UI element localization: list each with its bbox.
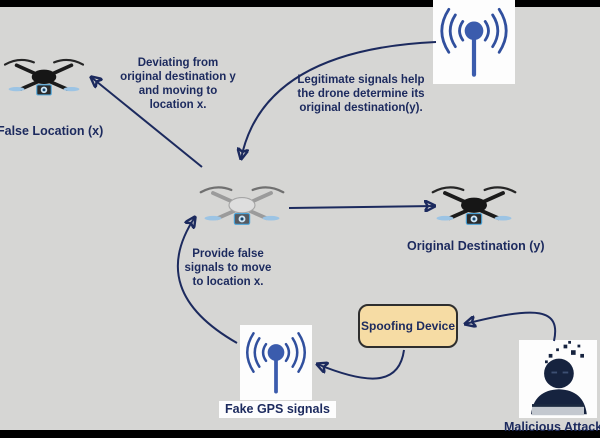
annotation-deviating: Deviating from original destination y an… (108, 56, 248, 112)
original-destination-label: Original Destination (y) (407, 239, 545, 253)
drone-center-icon (196, 180, 288, 235)
arrow-drone-to-destination (288, 206, 435, 208)
annotation-provide-false: Provide false signals to move to locatio… (172, 247, 284, 289)
radio-antenna-icon (440, 7, 508, 77)
radio-antenna-icon (246, 332, 306, 394)
letterbox-top-bar (0, 0, 600, 7)
annotation-line: the drone determine its (297, 88, 425, 100)
annotation-line: to location x. (192, 276, 264, 288)
legitimate-gps-box (433, 0, 515, 84)
drone-destination-icon (428, 180, 520, 235)
malicious-attacker-box (519, 340, 597, 418)
fake-gps-label: Fake GPS signals (219, 401, 336, 418)
annotation-line: original destination(y). (299, 102, 423, 114)
arrow-attacker-to-spoofing-device (465, 311, 557, 342)
false-location-label: False Location (x) (0, 124, 104, 138)
annotation-legitimate: Legitimate signals help the drone determ… (287, 73, 435, 115)
malicious-attacker-label: Malicious Attacker (504, 420, 600, 434)
fake-gps-box (240, 325, 312, 400)
annotation-line: original destination y (120, 71, 236, 83)
annotation-line: Legitimate signals help (297, 74, 425, 86)
annotation-line: signals to move (184, 262, 272, 274)
drone-false-location-icon (0, 53, 88, 105)
annotation-line: Deviating from (137, 57, 219, 69)
hacker-silhouette-icon (531, 340, 587, 416)
annotation-line: location x. (149, 99, 207, 111)
annotation-line: Provide false (192, 248, 264, 260)
spoofing-device-label: Spoofing Device (360, 319, 455, 333)
letterbox-bottom-bar (0, 430, 600, 438)
arrow-spoofing-device-to-fake-gps (317, 349, 405, 380)
annotation-line: and moving to (138, 85, 218, 97)
spoofing-device-box: Spoofing Device (358, 304, 458, 348)
